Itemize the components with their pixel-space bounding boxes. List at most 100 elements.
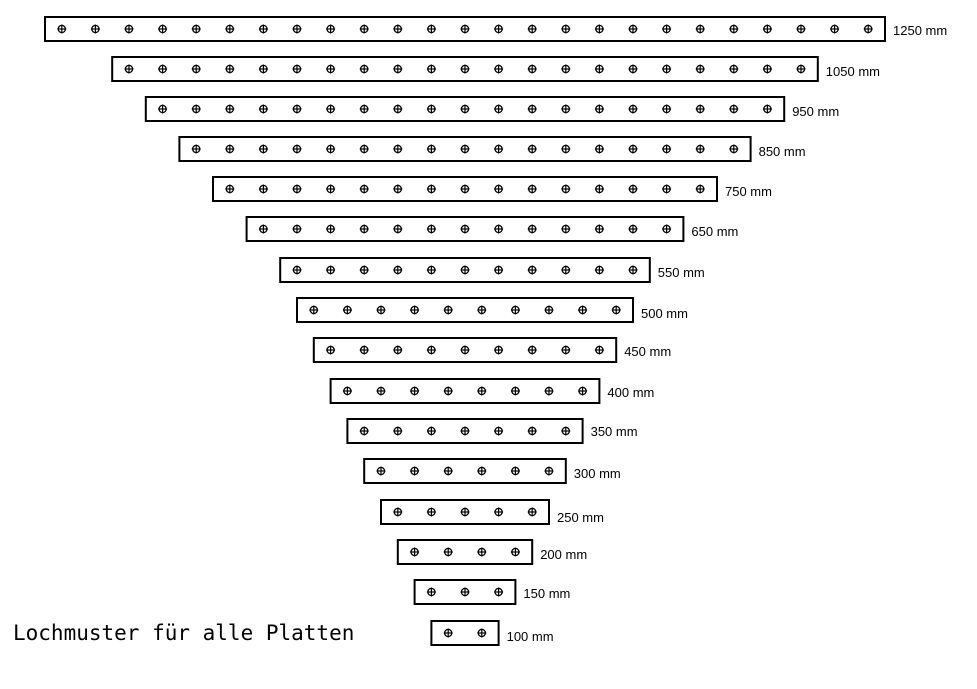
hole-icon (527, 224, 537, 234)
hole-icon (376, 305, 386, 315)
hole-icon (292, 224, 302, 234)
plate-length-label: 350 mm (591, 424, 638, 439)
hole-icon (326, 144, 336, 154)
plate-550: 550 mm (279, 257, 705, 283)
hole-icon (796, 24, 806, 34)
hole-icon (729, 144, 739, 154)
hole-icon (561, 64, 571, 74)
hole-icon (359, 345, 369, 355)
hole-icon (494, 144, 504, 154)
hole-icon (426, 184, 436, 194)
hole-icon (561, 345, 571, 355)
hole-icon (460, 104, 470, 114)
hole-icon (729, 104, 739, 114)
hole-icon (359, 64, 369, 74)
hole-icon (527, 265, 537, 275)
hole-icon (527, 144, 537, 154)
hole-icon (494, 64, 504, 74)
hole-icon (762, 64, 772, 74)
hole-icon (326, 184, 336, 194)
plate-outline (44, 16, 886, 42)
hole-icon (292, 265, 302, 275)
hole-icon (326, 224, 336, 234)
hole-icon (460, 144, 470, 154)
plate-length-label: 400 mm (607, 385, 654, 400)
hole-icon (393, 345, 403, 355)
hole-icon (695, 64, 705, 74)
hole-icon (628, 184, 638, 194)
hole-icon (594, 224, 604, 234)
hole-icon (191, 24, 201, 34)
hole-icon (477, 547, 487, 557)
hole-icon (426, 265, 436, 275)
hole-icon (359, 184, 369, 194)
hole-icon (359, 224, 369, 234)
hole-icon (443, 628, 453, 638)
hole-icon (258, 184, 268, 194)
hole-icon (477, 466, 487, 476)
plate-950: 950 mm (144, 96, 839, 122)
hole-icon (426, 587, 436, 597)
hole-icon (326, 104, 336, 114)
hole-icon (695, 24, 705, 34)
hole-icon (494, 587, 504, 597)
hole-icon (594, 104, 604, 114)
plate-outline (430, 620, 500, 646)
hole-icon (460, 507, 470, 517)
hole-icon (393, 184, 403, 194)
hole-icon (527, 104, 537, 114)
hole-icon (376, 466, 386, 476)
hole-icon (561, 104, 571, 114)
hole-icon (410, 466, 420, 476)
plate-250: 250 mm (380, 499, 604, 525)
hole-icon (258, 144, 268, 154)
plate-length-label: 450 mm (624, 344, 671, 359)
plate-400: 400 mm (329, 378, 654, 404)
hole-icon (527, 184, 537, 194)
hole-icon (494, 265, 504, 275)
plate-length-label: 250 mm (557, 510, 604, 525)
hole-icon (460, 64, 470, 74)
hole-icon (191, 144, 201, 154)
plate-150: 150 mm (413, 579, 570, 605)
plate-length-label: 750 mm (725, 184, 772, 199)
hole-icon (158, 64, 168, 74)
hole-icon (258, 64, 268, 74)
hole-icon (359, 24, 369, 34)
plate-350: 350 mm (346, 418, 638, 444)
hole-icon (393, 265, 403, 275)
hole-icon (225, 104, 235, 114)
hole-icon (326, 24, 336, 34)
plate-length-label: 1250 mm (893, 23, 947, 38)
hole-icon (460, 224, 470, 234)
hole-icon (561, 24, 571, 34)
hole-icon (594, 184, 604, 194)
plate-300: 300 mm (363, 458, 621, 484)
hole-icon (527, 64, 537, 74)
hole-icon (729, 64, 739, 74)
hole-icon (695, 104, 705, 114)
plate-length-label: 100 mm (507, 629, 554, 644)
hole-icon (90, 24, 100, 34)
hole-icon (258, 104, 268, 114)
hole-icon (628, 24, 638, 34)
hole-icon (762, 24, 772, 34)
plate-750: 750 mm (212, 176, 772, 202)
hole-icon (426, 24, 436, 34)
plate-outline (144, 96, 786, 122)
plate-650: 650 mm (245, 216, 738, 242)
hole-icon (57, 24, 67, 34)
hole-icon (477, 305, 487, 315)
hole-icon (662, 64, 672, 74)
hole-icon (527, 507, 537, 517)
hole-icon (258, 24, 268, 34)
hole-icon (477, 628, 487, 638)
hole-icon (662, 24, 672, 34)
plate-length-label: 950 mm (792, 104, 839, 119)
hole-icon (594, 345, 604, 355)
plate-450: 450 mm (312, 337, 671, 363)
plate-length-label: 200 mm (540, 547, 587, 562)
hole-icon (393, 144, 403, 154)
hole-icon (426, 144, 436, 154)
